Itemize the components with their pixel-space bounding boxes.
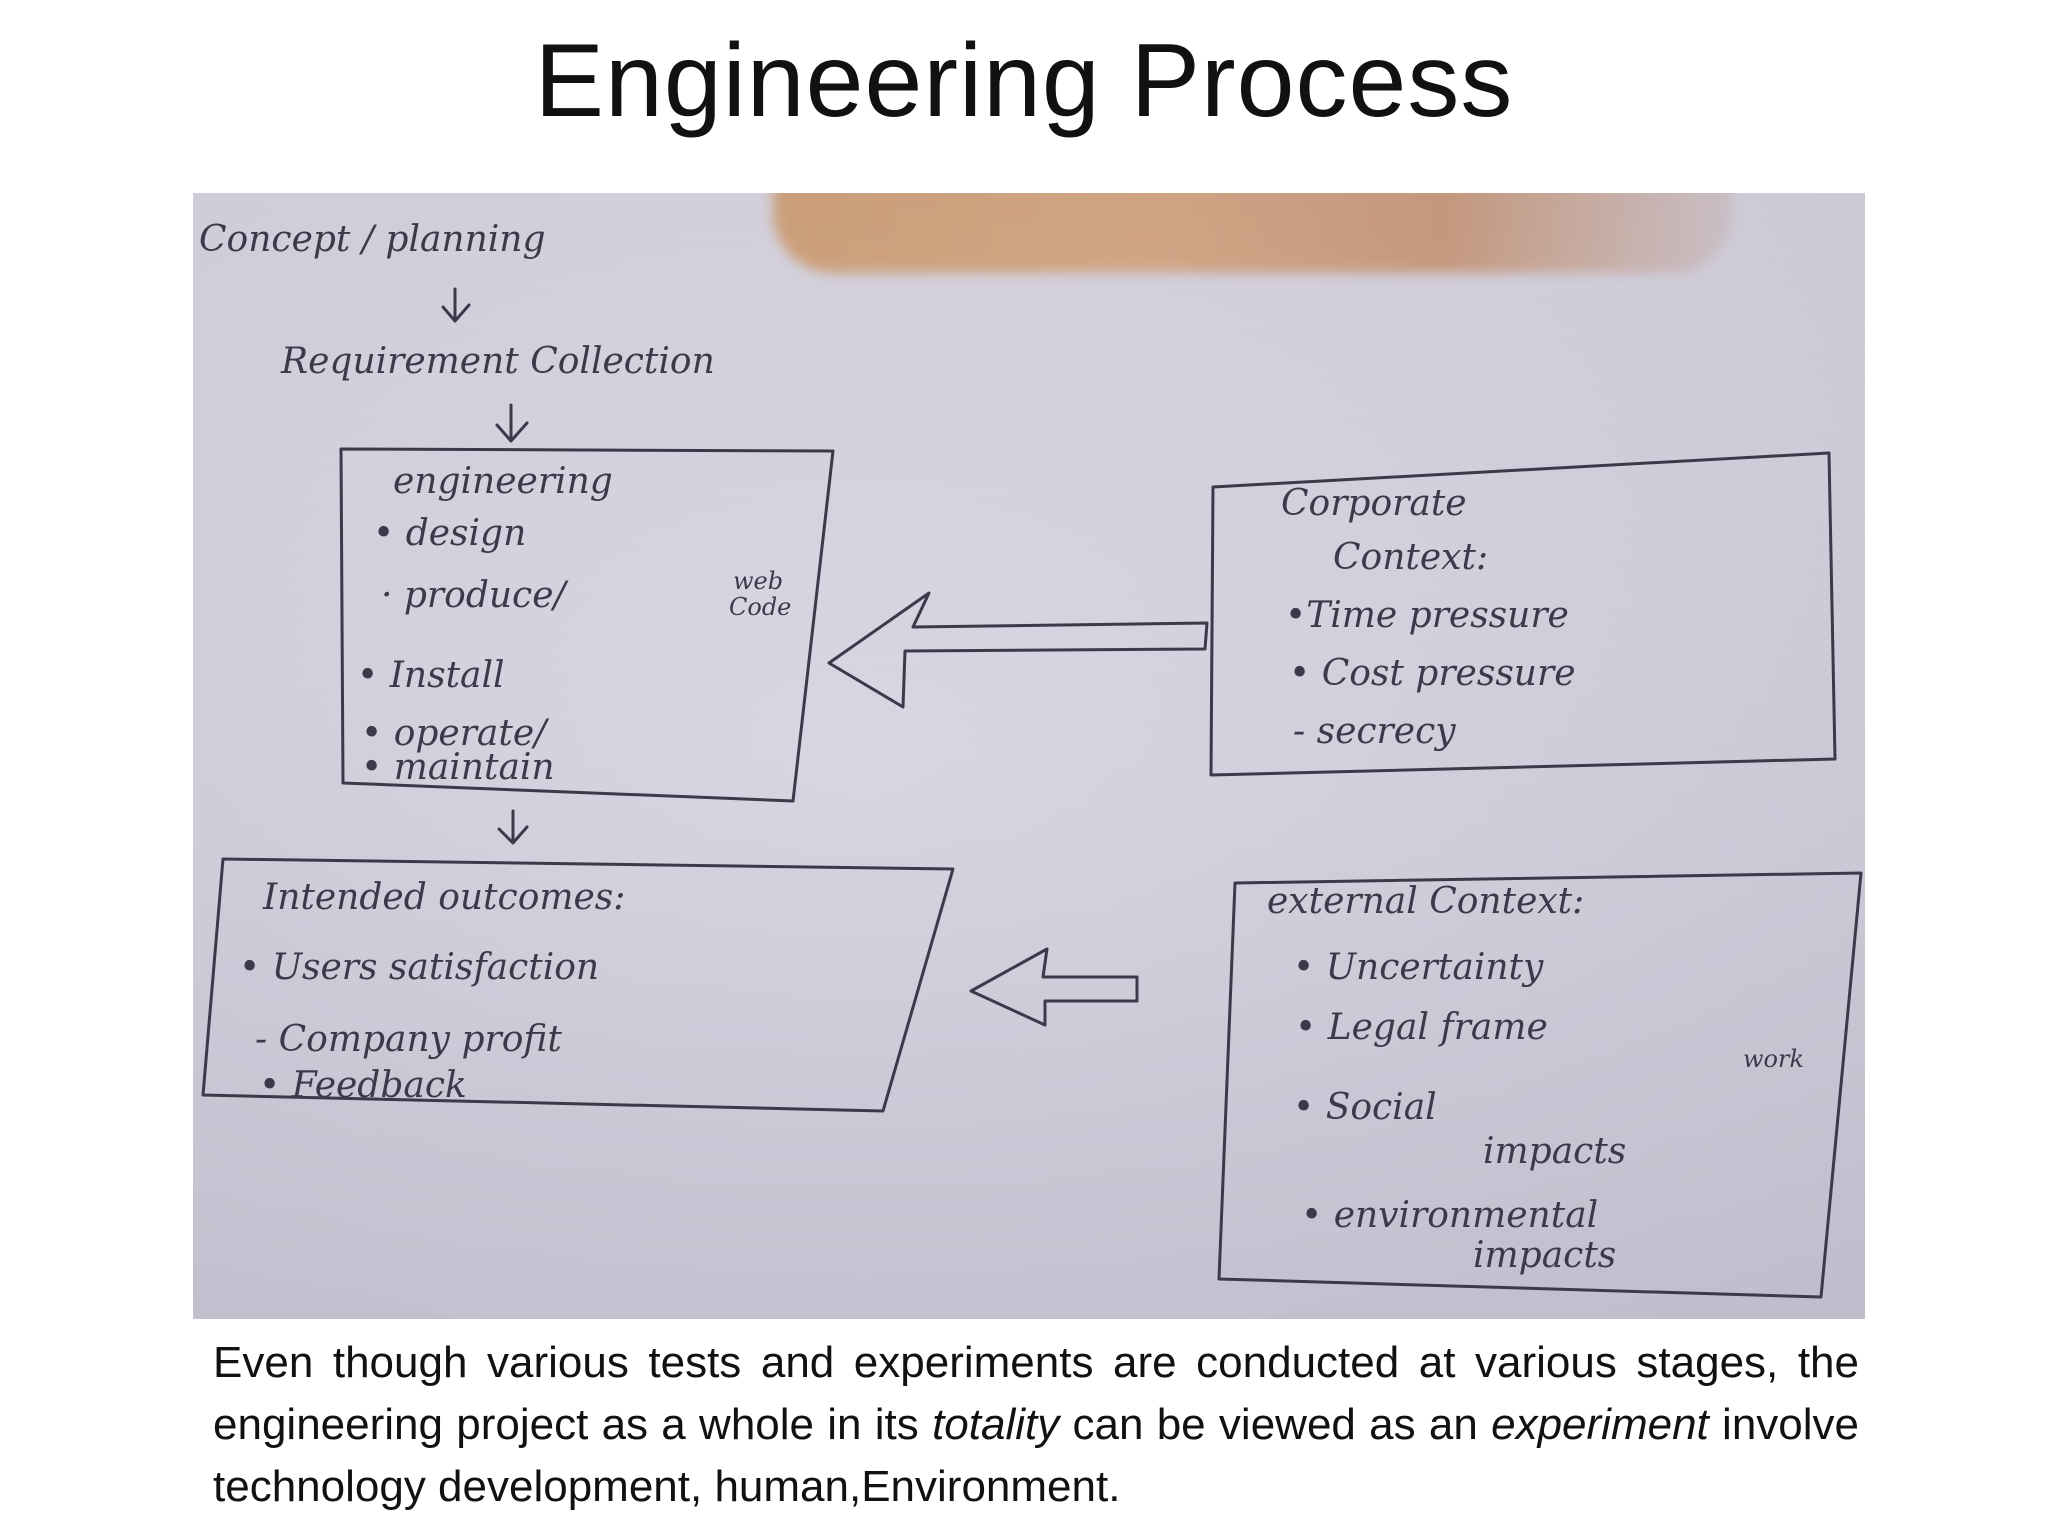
corporate-heading-1: Corporate: [1281, 483, 1467, 524]
corporate-heading-2: Context:: [1333, 537, 1488, 578]
corporate-context-box: [1209, 451, 1837, 777]
intended-outcomes-box: [201, 857, 955, 1113]
external-item-env-sub: impacts: [1473, 1235, 1616, 1276]
arrow-down-3: [497, 809, 529, 845]
arrow-down-1: [441, 287, 471, 323]
external-item-uncertainty: • Uncertainty: [1293, 947, 1544, 988]
engineering-box: [339, 447, 835, 803]
handwritten-diagram-photo: Concept / planning Requirement Collectio…: [193, 193, 1865, 1319]
concept-label: Concept / planning: [199, 219, 546, 260]
arrow-left-small: [969, 947, 1139, 1027]
emphasis-totality: totality: [932, 1400, 1060, 1449]
blurred-object: [773, 193, 1733, 273]
external-context-box: [1217, 871, 1863, 1299]
external-item-legal: • Legal frame: [1295, 1007, 1548, 1048]
outcomes-item-profit: - Company profit: [255, 1019, 562, 1060]
external-heading: external Context:: [1267, 881, 1584, 922]
slide-title: Engineering Process: [534, 23, 1514, 139]
requirement-label: Requirement Collection: [280, 341, 715, 382]
engineering-item-maintain: • maintain: [361, 747, 555, 788]
corporate-item-time: •Time pressure: [1285, 595, 1569, 636]
corporate-item-cost: • Cost pressure: [1289, 653, 1576, 694]
outcomes-item-feedback: • Feedback: [259, 1065, 467, 1106]
outcomes-heading: Intended outcomes:: [262, 877, 625, 918]
external-item-social: • Social: [1293, 1087, 1437, 1128]
external-item-social-sub: impacts: [1483, 1131, 1626, 1172]
arrow-left-large: [827, 591, 1209, 709]
engineering-heading: engineering: [393, 461, 613, 502]
engineering-note-code: Code: [729, 593, 791, 621]
outcomes-item-users: • Users satisfaction: [239, 947, 599, 988]
engineering-item-operate: • operate/: [361, 713, 550, 754]
arrow-down-2: [495, 403, 529, 443]
external-item-env: • environmental: [1301, 1195, 1598, 1236]
engineering-item-produce: · produce/: [381, 575, 570, 616]
caption-paragraph: Even though various tests and experiment…: [213, 1338, 1860, 1511]
corporate-item-secrecy: - secrecy: [1293, 711, 1456, 752]
external-item-legal-sub: work: [1743, 1045, 1804, 1073]
handwritten-flowchart: Concept / planning Requirement Collectio…: [199, 219, 1863, 1299]
engineering-note-web: web: [733, 567, 783, 595]
engineering-item-install: • Install: [357, 655, 505, 696]
emphasis-experiment: experiment: [1491, 1400, 1709, 1449]
engineering-item-design: • design: [373, 513, 526, 554]
